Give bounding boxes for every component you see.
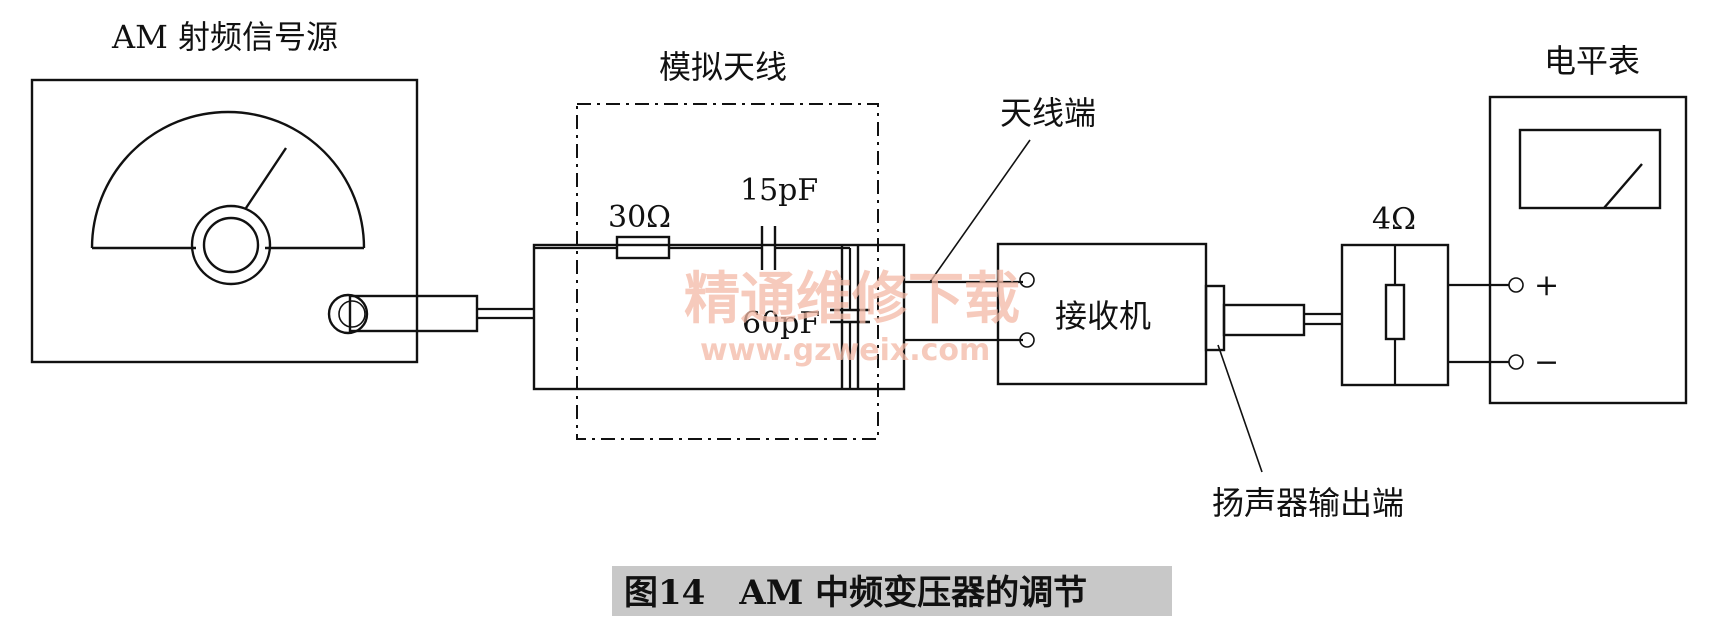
meter-terminal-plus	[1508, 277, 1524, 293]
source-meter-needle	[245, 147, 287, 209]
receiver-terminal-bottom	[1019, 332, 1035, 348]
speaker-connector	[1204, 284, 1226, 352]
resistor-4ohm	[1384, 283, 1406, 341]
speaker-output-pointer	[1217, 344, 1263, 473]
receiver-terminal-top	[1019, 272, 1035, 288]
antenna-dashed-enclosure	[576, 103, 879, 440]
level-meter-box	[1488, 95, 1688, 405]
resistor-30ohm	[615, 235, 671, 260]
level-meter-needle	[1603, 163, 1643, 209]
source-knob-inner	[202, 216, 260, 274]
signal-source-box	[30, 78, 419, 364]
antenna-terminal-pointer	[929, 139, 1031, 283]
antenna-box	[532, 243, 906, 391]
level-meter-window	[1518, 128, 1662, 210]
source-meter-arc	[90, 110, 366, 249]
watermark-text: 精通维修下载	[684, 267, 1020, 332]
speaker-output-label: 扬声器输出端	[1212, 484, 1404, 522]
antenna-label: 模拟天线	[659, 48, 787, 86]
cap-series-label: 15pF	[740, 173, 818, 208]
source-cable-plug	[348, 294, 479, 333]
resistor-label: 30Ω	[608, 200, 671, 235]
receiver-label: 接收机	[1055, 297, 1151, 335]
plus-sign: +	[1534, 268, 1559, 303]
watermark-url: www.gzweix.com	[700, 333, 990, 368]
minus-sign: −	[1534, 345, 1559, 380]
meter-terminal-minus	[1508, 354, 1524, 370]
figure-caption: 图14 AM 中频变压器的调节	[624, 573, 1087, 613]
source-knob-outer	[190, 204, 272, 286]
caption-background	[612, 566, 1172, 616]
source-output-jack-inner	[338, 300, 366, 328]
source-label: AM 射频信号源	[111, 18, 338, 56]
load-label: 4Ω	[1372, 202, 1416, 237]
cap-shunt-label: 60pF	[742, 306, 820, 341]
source-output-jack	[327, 293, 369, 335]
level-meter-label: 电平表	[1544, 42, 1640, 80]
antenna-terminal-label: 天线端	[1000, 94, 1096, 132]
speaker-plug	[1222, 303, 1306, 337]
